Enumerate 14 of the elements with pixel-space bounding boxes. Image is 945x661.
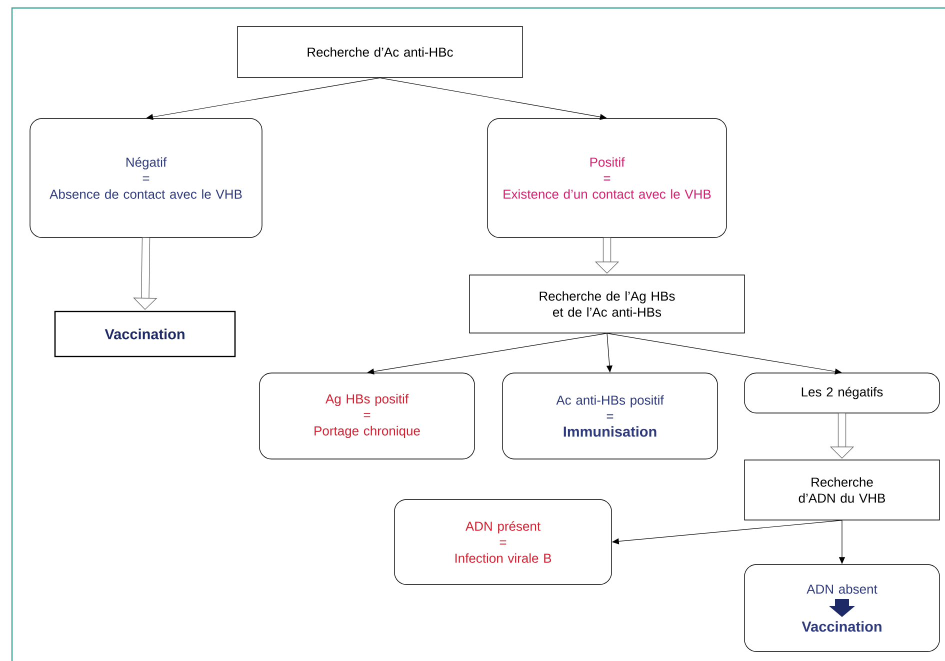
result-box: ADN présent = Infection virale B [394,499,612,585]
arrow [367,333,608,375]
outcome-box: Vaccination [54,310,236,358]
process-box: Recherche de l’Ag HBs et de l’Ac anti-HBs [469,274,745,334]
result-box: Négatif = Absence de contact avec le VHB [30,118,262,238]
process-box: Recherche d’ADN du VHB [744,460,940,520]
result-box: Positif = Existence d’un contact avec le VHB [487,118,727,238]
result-box: Ag HBs positif = Portage chronique [259,372,475,460]
arrow [146,78,380,120]
arrow [380,78,607,120]
process-box: Recherche d’Ac anti-HBc [237,26,523,78]
result-box: Les 2 négatifs [744,372,940,414]
outcome-box: ADN absent Vaccination [744,564,940,652]
result-box: Ac anti-HBs positif = Immunisation [502,372,718,460]
